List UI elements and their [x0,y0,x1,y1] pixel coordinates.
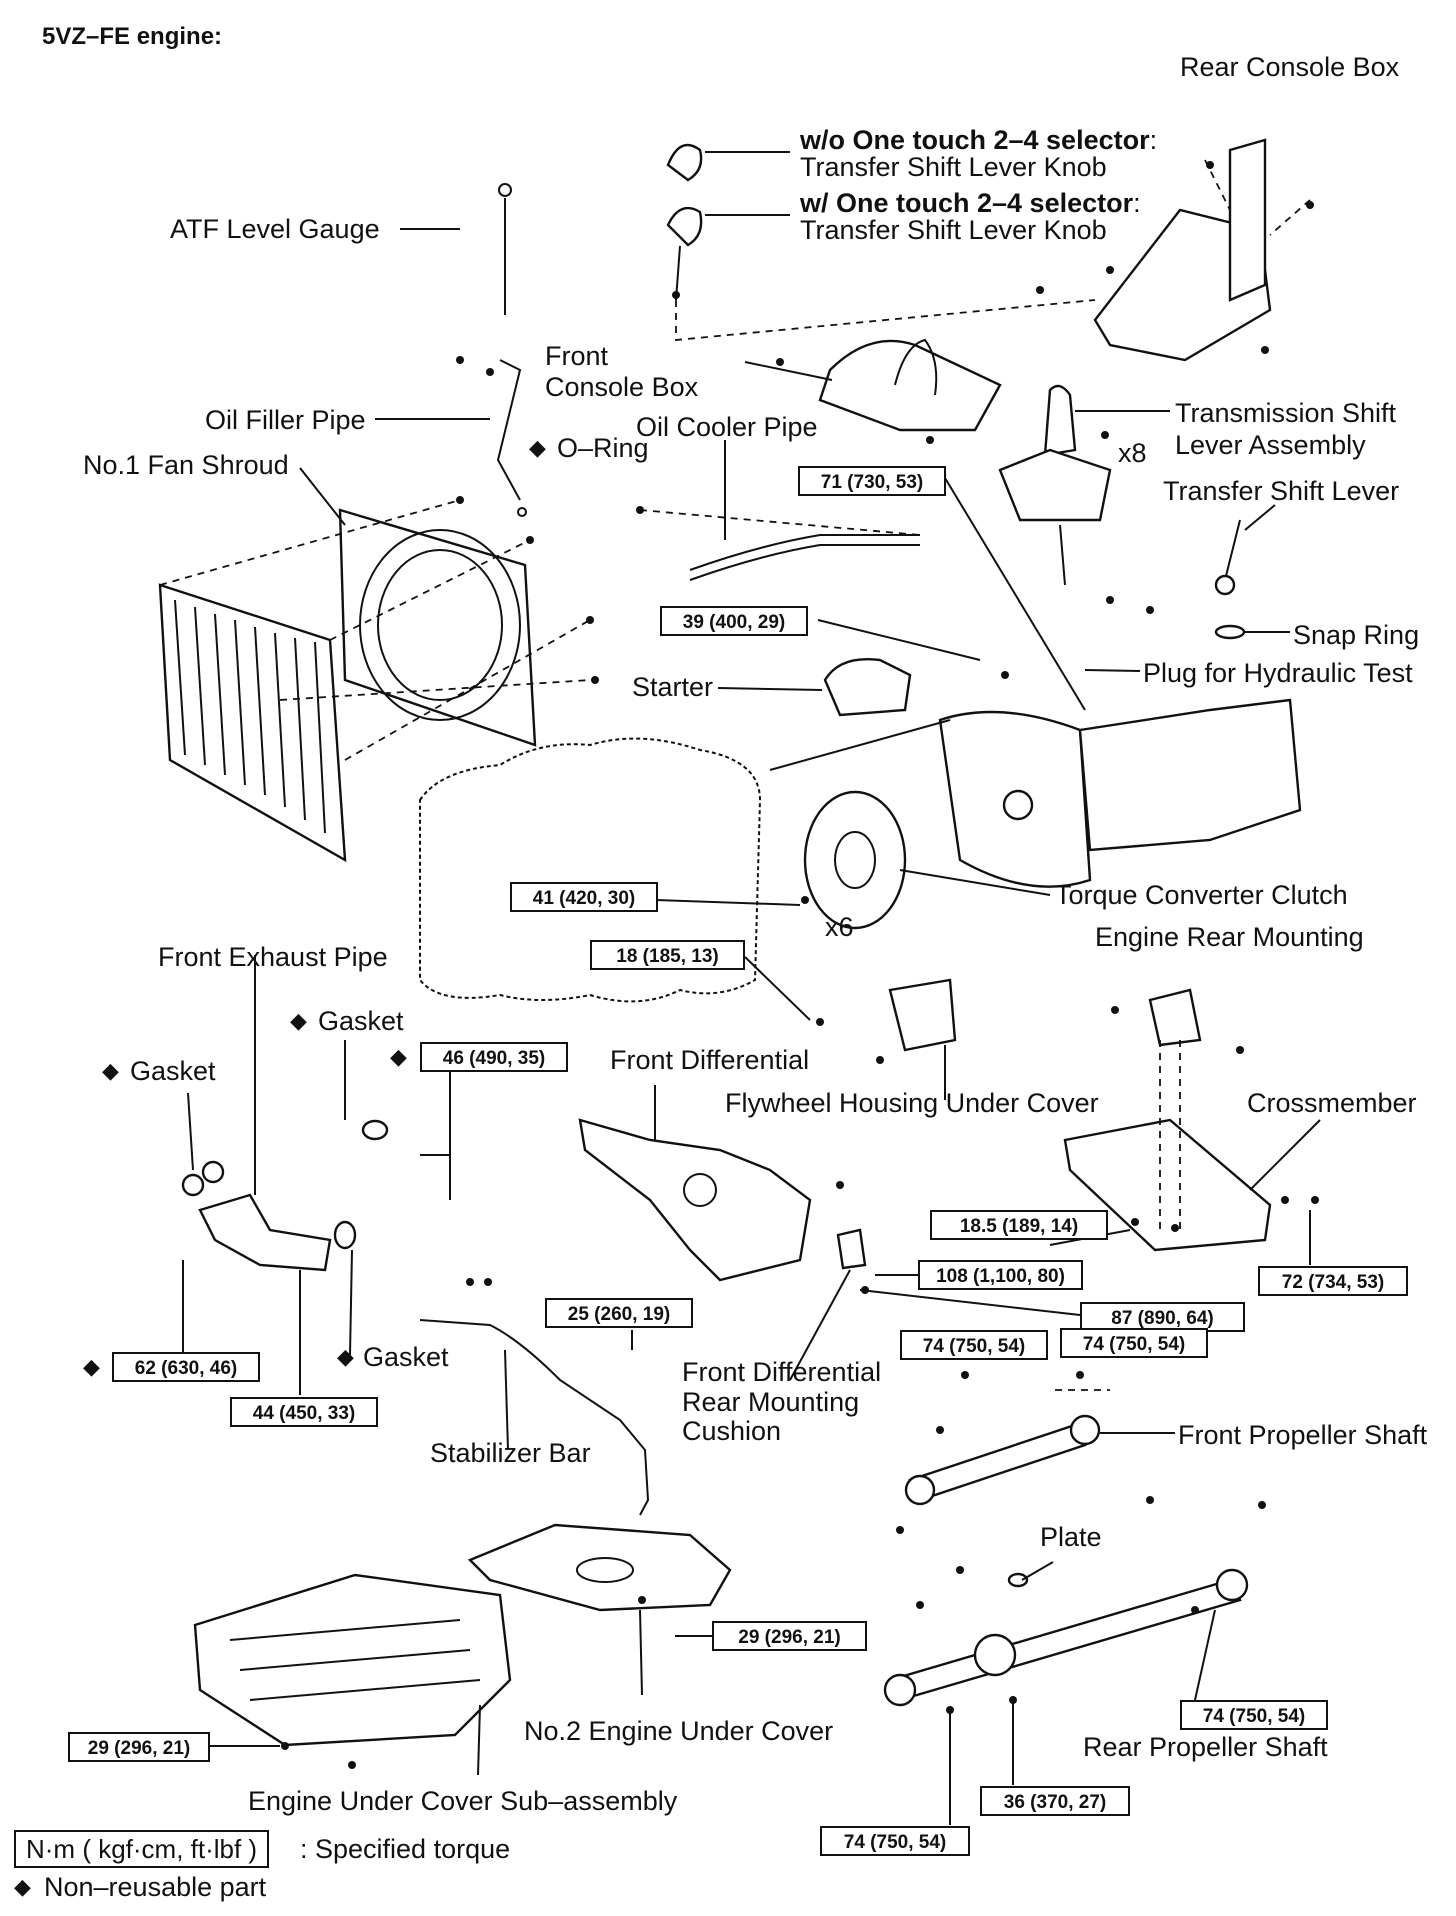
torque-spec-25: 25 (260, 19) [545,1298,693,1328]
radiator-drawing [158,583,347,863]
label-lever-assembly: Lever Assembly [1175,430,1366,460]
engine-outline-drawing [419,737,762,1003]
label-fd-rear-3: Cushion [682,1416,782,1446]
label-no1-fan-shroud: No.1 Fan Shroud [83,450,289,480]
label-no2-engine-under: No.2 Engine Under Cover [524,1716,834,1746]
page-title: 5VZ–FE engine: [42,23,223,50]
legend-non-reusable-mark: ◆ [14,1874,31,1899]
label-wo-selector-colon: : [1149,125,1158,155]
label-gasket-3: Gasket [363,1342,449,1372]
torque-spec-74-b: 74 (750, 54) [1060,1328,1208,1358]
torque-spec-74-c: 74 (750, 54) [1180,1700,1328,1730]
label-front-differential: Front Differential [610,1045,810,1075]
label-oil-cooler-pipe: Oil Cooler Pipe [636,412,818,442]
torque-spec-18: 18 (185, 13) [590,940,745,970]
torque-spec-18-5: 18.5 (189, 14) [930,1210,1108,1240]
label-w-selector: w/ One touch 2–4 selector: [800,188,1141,218]
legend-unit-text: : Specified torque [300,1834,511,1864]
label-x6: x6 [825,912,854,942]
atf-gauge-drawing [375,183,527,517]
label-fd-rear-2: Rear Mounting [682,1387,860,1417]
flywheel-cover-drawing [888,978,957,1100]
label-transfer-knob-1: Transfer Shift Lever Knob [800,152,1107,182]
label-gasket-2: Gasket [130,1056,216,1086]
label-w-selector-colon: : [1133,188,1141,218]
rear-console-drawing [1093,138,1311,362]
label-oil-filler-pipe: Oil Filler Pipe [205,405,366,435]
label-fd-rear-1: Front Differential [682,1357,882,1387]
label-transfer-shift-lever: Transfer Shift Lever [1163,476,1400,506]
front-propeller-drawing [904,1389,1175,1506]
torque-spec-46: 46 (490, 35) [420,1042,568,1072]
label-engine-under-sub: Engine Under Cover Sub–assembly [248,1786,678,1816]
label-x8: x8 [1118,438,1147,468]
front-console-drawing [744,338,1002,432]
label-rear-propeller: Rear Propeller Shaft [1083,1732,1328,1762]
non-reusable-mark-oring: ◆ [529,435,546,460]
torque-spec-72: 72 (734, 53) [1258,1266,1408,1296]
torque-spec-36: 36 (370, 27) [980,1786,1130,1816]
non-reusable-mark-gasket-3: ◆ [337,1344,354,1369]
torque-spec-74-d: 74 (750, 54) [820,1826,970,1856]
torque-spec-44: 44 (450, 33) [230,1397,378,1427]
non-reusable-mark-gasket-1: ◆ [290,1008,307,1033]
shift-lever-drawing [998,384,1170,586]
legend-non-reusable-text: Non–reusable part [44,1872,267,1902]
label-plug-hydraulic: Plug for Hydraulic Test [1143,658,1413,688]
label-starter: Starter [632,672,714,702]
legend-unit-box: N·m ( kgf·cm, ft·lbf ) [14,1830,270,1868]
label-wo-selector-bold: w/o One touch 2–4 selector [800,125,1150,155]
label-engine-rear-mounting: Engine Rear Mounting [1095,922,1364,952]
label-front: Front [545,341,609,371]
non-reusable-mark-46: ◆ [390,1044,407,1069]
label-atf-level-gauge: ATF Level Gauge [170,214,380,244]
torque-converter-drawing [803,790,1051,930]
fd-rear-mount-drawing [789,1228,1081,1381]
torque-spec-74-a: 74 (750, 54) [900,1330,1048,1360]
label-w-selector-bold: w/ One touch 2–4 selector [800,188,1134,218]
label-wo-selector: w/o One touch 2–4 selector: [800,125,1157,155]
label-stabilizer-bar: Stabilizer Bar [430,1438,591,1468]
label-crossmember: Crossmember [1247,1088,1417,1118]
torque-spec-29-a: 29 (296, 21) [712,1621,867,1651]
label-front-exhaust-pipe: Front Exhaust Pipe [158,942,388,972]
rear-propeller-drawing [883,1561,1249,1825]
label-front-propeller: Front Propeller Shaft [1178,1420,1428,1450]
torque-spec-87: 87 (890, 64) [1080,1302,1245,1332]
label-plate: Plate [1040,1522,1102,1552]
torque-spec-62: 62 (630, 46) [112,1352,260,1382]
label-o-ring: O–Ring [557,433,649,463]
under-covers-drawing [193,1523,732,1776]
stabilizer-bar-drawing [419,1319,650,1516]
label-console-box: Console Box [545,372,699,402]
non-reusable-mark-62: ◆ [83,1354,100,1379]
exhaust-pipe-drawing [181,955,451,1395]
label-torque-converter: Torque Converter Clutch [1055,880,1348,910]
knobs-drawing [666,143,1096,341]
label-snap-ring: Snap Ring [1293,620,1420,650]
non-reusable-mark-gasket-2: ◆ [102,1058,119,1083]
label-gasket-1: Gasket [318,1006,404,1036]
torque-spec-108: 108 (1,100, 80) [918,1260,1083,1290]
label-transfer-knob-2: Transfer Shift Lever Knob [800,215,1107,245]
transfer-lever-drawing [1214,504,1290,640]
torque-spec-41: 41 (420, 30) [510,882,658,912]
torque-spec-29-b: 29 (296, 21) [68,1732,210,1762]
torque-spec-71: 71 (730, 53) [798,466,946,496]
torque-spec-39: 39 (400, 29) [660,606,808,636]
oil-cooler-pipe-drawing [639,440,921,581]
fan-shroud-drawing [338,508,537,747]
front-differential-drawing [578,1085,812,1282]
transmission-drawing [769,698,1302,888]
label-flywheel-cover: Flywheel Housing Under Cover [725,1088,1099,1118]
crossmember-drawing [1063,988,1321,1252]
label-rear-console-box: Rear Console Box [1180,52,1400,82]
label-transmission-shift: Transmission Shift [1175,398,1397,428]
starter-drawing [717,658,912,717]
